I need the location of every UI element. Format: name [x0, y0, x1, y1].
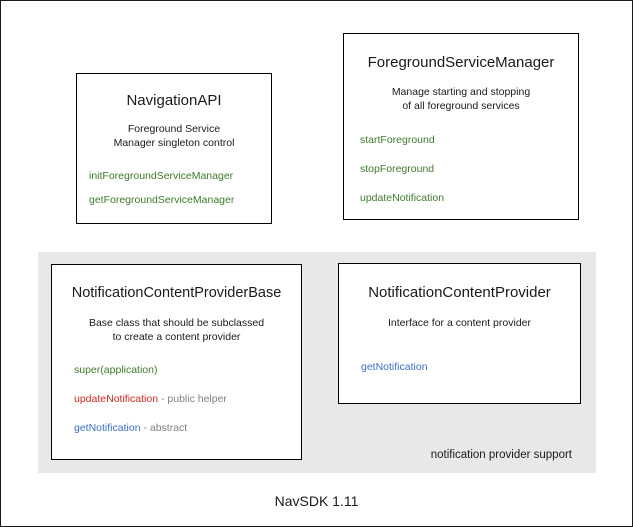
class-description-line-1: Foreground Service — [127, 123, 221, 136]
member-name: startForeground — [360, 133, 435, 146]
member-list: super(application) updateNotification - … — [52, 364, 301, 434]
member-list: getNotification — [339, 361, 580, 373]
member-name: updateNotification — [360, 191, 445, 204]
member-name: updateNotification — [74, 393, 159, 406]
member-name: getForegroundServiceManager — [89, 193, 235, 206]
member-row[interactable]: stopForeground — [360, 163, 578, 175]
group-label: notification provider support — [430, 449, 572, 461]
member-list: startForeground stopForeground updateNot… — [344, 134, 578, 204]
member-name: stopForeground — [360, 162, 435, 175]
member-row[interactable]: startForeground — [360, 134, 578, 146]
class-description: Foreground Service Manager singleton con… — [77, 122, 271, 150]
class-box-notification-content-provider[interactable]: NotificationContentProvider Interface fo… — [338, 263, 581, 404]
class-description-line-1: Base class that should be subclassed — [88, 316, 265, 329]
member-row[interactable]: getForegroundServiceManager — [89, 194, 271, 206]
member-row[interactable]: getNotification — [361, 361, 580, 373]
member-name: getNotification — [361, 361, 428, 374]
class-description-line-1: Interface for a content provider — [388, 317, 531, 330]
class-description: Manage starting and stopping of all fore… — [344, 85, 578, 113]
class-description-line-2: Manager singleton control — [113, 137, 235, 150]
member-note: - abstract — [140, 422, 188, 435]
class-title: NotificationContentProvider — [368, 284, 551, 301]
class-title: NotificationContentProviderBase — [71, 285, 282, 301]
class-title: ForegroundServiceManager — [367, 54, 555, 71]
class-description: Base class that should be subclassed to … — [52, 316, 301, 344]
member-row[interactable]: super(application) — [74, 364, 301, 376]
class-box-notification-content-provider-base[interactable]: NotificationContentProviderBase Base cla… — [51, 264, 302, 460]
class-description-line-2: to create a content provider — [112, 330, 241, 343]
member-name: getNotification — [74, 422, 141, 435]
footer-caption: NavSDK 1.11 — [274, 493, 359, 509]
member-list: initForegroundServiceManager getForegrou… — [77, 170, 271, 206]
member-name: initForegroundServiceManager — [89, 169, 234, 182]
class-description: Interface for a content provider — [339, 316, 580, 330]
class-description-line-2: of all foreground services — [402, 100, 520, 113]
member-row[interactable]: initForegroundServiceManager — [89, 170, 271, 182]
class-title: NavigationAPI — [126, 92, 222, 109]
class-box-foreground-service-manager[interactable]: ForegroundServiceManager Manage starting… — [343, 33, 579, 220]
member-row[interactable]: updateNotification - public helper — [74, 393, 301, 405]
member-row[interactable]: getNotification - abstract — [74, 422, 301, 434]
member-name: super(application) — [74, 364, 158, 377]
member-row[interactable]: updateNotification — [360, 192, 578, 204]
member-note: - public helper — [158, 393, 227, 406]
class-box-navigation-api[interactable]: NavigationAPI Foreground Service Manager… — [76, 73, 272, 224]
class-description-line-1: Manage starting and stopping — [391, 86, 531, 99]
